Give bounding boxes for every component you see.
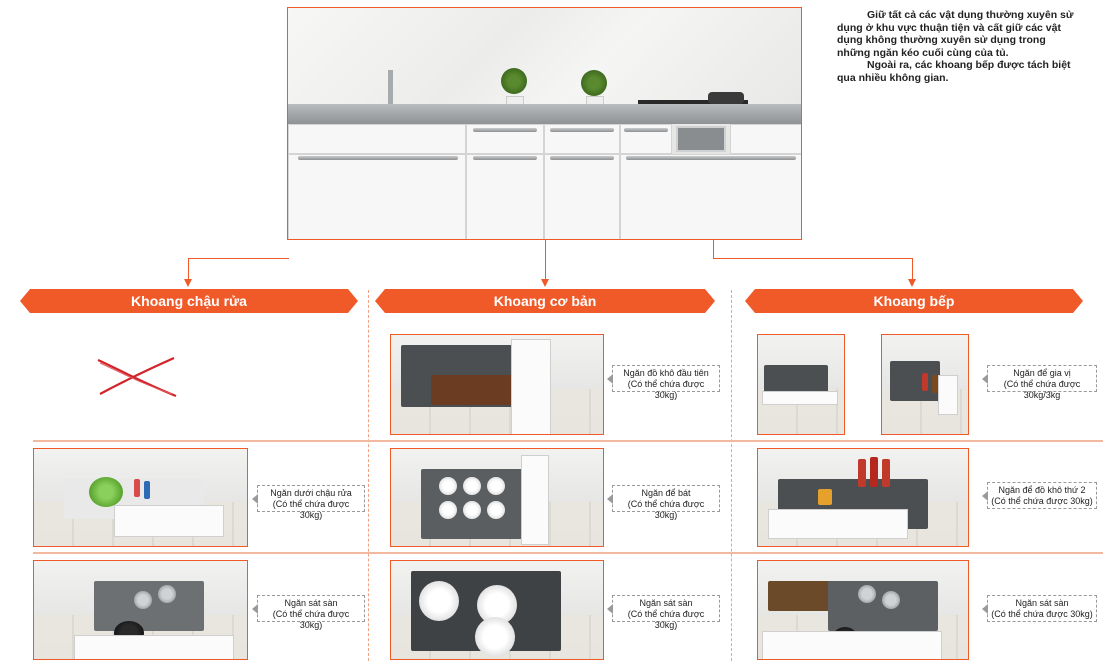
label-ngan-duoi-chau-rua: Ngăn dưới chậu rửa (Có thể chứa được 30k… xyxy=(252,485,365,520)
label-capacity: (Có thể chứa được 30kg) xyxy=(991,496,1093,506)
photo-ngan-sat-san-chau-rua xyxy=(33,560,248,660)
connector-line xyxy=(188,258,189,280)
arrow-down-icon xyxy=(908,279,916,287)
photo-ngan-gia-vi-2 xyxy=(881,334,969,435)
label-name: Ngăn sát sàn xyxy=(1015,598,1069,608)
intro-paragraph-1: Giữ tất cả các vật dụng thường xuyên sử … xyxy=(837,9,1074,59)
photo-ngan-sat-san-bep xyxy=(757,560,969,660)
connector-line xyxy=(713,240,714,259)
column-divider xyxy=(731,290,732,661)
label-name: Ngăn để đồ khô thứ 2 xyxy=(998,485,1086,495)
label-ngan-de-do-kho-thu-2: Ngăn để đồ khô thứ 2 (Có thể chứa được 3… xyxy=(982,482,1097,509)
section-banner-co-ban: Khoang cơ bản xyxy=(375,289,715,313)
label-ngan-de-bat: Ngăn để bát (Có thể chứa được 30kg) xyxy=(607,485,720,520)
connector-line xyxy=(545,240,546,280)
photo-ngan-duoi-chau-rua xyxy=(33,448,248,547)
label-capacity: (Có thể chứa được 30kg) xyxy=(627,379,705,400)
photo-ngan-de-bat xyxy=(390,448,604,547)
label-capacity: (Có thể chứa được 30kg) xyxy=(627,499,705,520)
intro-paragraph-2: Ngoài ra, các khoang bếp được tách biệt … xyxy=(837,59,1071,84)
kitchen-hero-image xyxy=(287,7,802,240)
label-capacity: (Có thể chứa được 30kg) xyxy=(991,609,1093,619)
label-capacity: (Có thể chứa được 30kg) xyxy=(627,609,705,630)
arrow-down-icon xyxy=(184,279,192,287)
label-name: Ngăn sát sàn xyxy=(284,598,338,608)
column-divider xyxy=(368,290,369,661)
label-ngan-sat-san-co-ban: Ngăn sát sàn (Có thể chứa được 30kg) xyxy=(607,595,720,630)
row-divider xyxy=(33,440,1103,442)
label-ngan-de-gia-vi: Ngăn để gia vị (Có thể chứa được 30kg/3k… xyxy=(982,365,1097,400)
arrow-down-icon xyxy=(541,279,549,287)
section-banner-bep: Khoang bếp xyxy=(745,289,1083,313)
row-divider xyxy=(33,552,1103,554)
photo-ngan-do-kho-dau-tien xyxy=(390,334,604,435)
label-ngan-sat-san-chau-rua: Ngăn sát sàn (Có thể chứa được 30kg) xyxy=(252,595,365,630)
connector-line xyxy=(713,258,913,259)
photo-ngan-do-kho-thu-2 xyxy=(757,448,969,547)
intro-description: Giữ tất cả các vật dụng thường xuyên sử … xyxy=(837,9,1077,84)
photo-ngan-gia-vi-1 xyxy=(757,334,845,435)
photo-ngan-sat-san-co-ban xyxy=(390,560,604,660)
label-capacity: (Có thể chứa được 30kg) xyxy=(272,609,350,630)
label-name: Ngăn dưới chậu rửa xyxy=(270,488,352,498)
label-name: Ngăn đồ khô đầu tiên xyxy=(623,368,709,378)
label-name: Ngăn sát sàn xyxy=(639,598,693,608)
label-capacity: (Có thể chứa được 30kg) xyxy=(272,499,350,520)
connector-line xyxy=(188,258,289,259)
label-name: Ngăn để gia vị xyxy=(1013,368,1071,378)
label-ngan-do-kho-dau-tien: Ngăn đồ khô đầu tiên (Có thể chứa được 3… xyxy=(607,365,720,400)
label-name: Ngăn để bát xyxy=(641,488,691,498)
connector-line xyxy=(912,258,913,280)
section-banner-chau-rua: Khoang chậu rửa xyxy=(20,289,358,313)
cross-mark-icon xyxy=(97,356,177,398)
label-ngan-sat-san-bep: Ngăn sát sàn (Có thể chứa được 30kg) xyxy=(982,595,1097,622)
label-capacity: (Có thể chứa được 30kg/3kg xyxy=(1003,379,1081,400)
